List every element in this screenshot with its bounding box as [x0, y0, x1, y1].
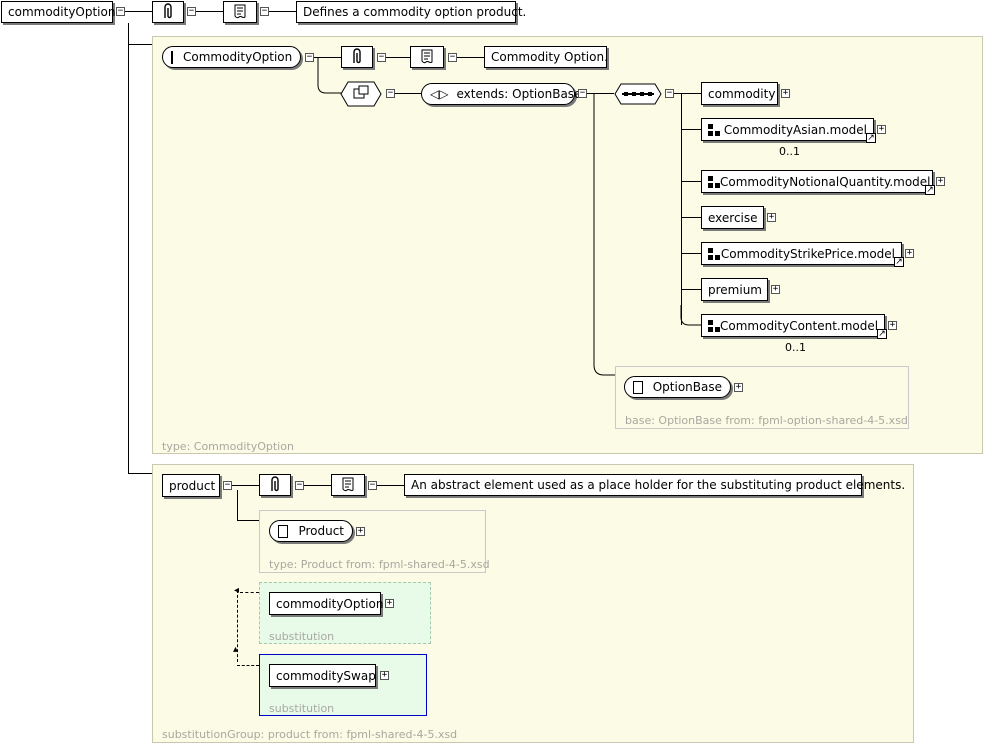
extends-collapse-toggle[interactable]: −	[578, 88, 587, 98]
documentation-collapse-toggle[interactable]: −	[260, 6, 269, 16]
element-commodity[interactable]: commodity	[701, 82, 778, 105]
substitution-commodityoption-expand-toggle[interactable]: +	[385, 598, 394, 608]
complex-type-icon	[633, 380, 643, 394]
annotation-icon	[152, 1, 184, 23]
group-commoditystrikeprice-model[interactable]: CommodityStrikePrice.model	[701, 242, 902, 265]
element-premium[interactable]: premium	[701, 278, 768, 301]
exercise-expand-toggle[interactable]: +	[767, 212, 776, 222]
product-documentation-text: An abstract element used as a place hold…	[404, 474, 905, 496]
reference-arrow-icon: ↗	[866, 133, 876, 143]
element-product[interactable]: product	[162, 474, 220, 497]
product-annotation-collapse-toggle[interactable]: −	[295, 480, 304, 490]
complex-content-collapse-toggle[interactable]: −	[386, 88, 395, 98]
type-documentation-collapse-toggle[interactable]: −	[448, 52, 457, 62]
annotation-collapse-toggle[interactable]: −	[187, 6, 196, 16]
group-commoditycontent-model[interactable]: CommodityContent.model	[701, 314, 885, 337]
commodity-expand-toggle[interactable]: +	[781, 88, 790, 98]
model-group-icon	[708, 123, 720, 136]
commoditycontent-expand-toggle[interactable]: +	[888, 320, 897, 330]
substitution-group-footer: substitutionGroup: product from: fpml-sh…	[162, 728, 458, 741]
complex-type-icon	[171, 50, 173, 64]
substitution-commodityswap[interactable]: commoditySwap	[269, 664, 376, 687]
documentation-icon	[223, 1, 257, 23]
base-type-footer: base: OptionBase from: fpml-option-share…	[625, 414, 908, 427]
model-group-icon	[708, 247, 720, 260]
group-commoditynotionalquantity-model[interactable]: CommodityNotionalQuantity.model	[701, 170, 933, 193]
substitution-commodityswap-footer: substitution	[269, 702, 335, 715]
complex-type-commodityoption[interactable]: CommodityOption	[162, 46, 301, 68]
complex-type-product[interactable]: Product	[269, 520, 353, 542]
substitution-commodityoption-footer: substitution	[269, 630, 335, 643]
complex-content-node[interactable]	[340, 81, 382, 107]
sequence-compositor[interactable]	[614, 83, 662, 105]
reference-arrow-icon: ↗	[877, 329, 887, 339]
commodityasian-expand-toggle[interactable]: +	[877, 124, 886, 134]
complex-content-connector	[317, 58, 342, 94]
type-documentation-text: Commodity Option.	[484, 46, 608, 68]
root-element-commodityoption[interactable]: commodityOption	[1, 1, 115, 23]
substitution-commodityoption[interactable]: commodityOption	[269, 592, 383, 615]
extends-optionbase[interactable]: ◁▷ extends: OptionBase	[421, 83, 581, 105]
type-panel-footer: type: CommodityOption	[162, 440, 294, 453]
sequence-collapse-toggle[interactable]: −	[665, 88, 674, 98]
complex-type-icon	[278, 524, 289, 538]
optionbase-expand-toggle[interactable]: +	[734, 382, 743, 392]
complex-type-collapse-toggle[interactable]: −	[305, 52, 314, 62]
reference-arrow-icon: ↗	[894, 257, 904, 267]
commoditystrikeprice-expand-toggle[interactable]: +	[905, 248, 914, 258]
substitution-commodityswap-expand-toggle[interactable]: +	[380, 670, 389, 680]
extension-icon: ◁▷	[430, 87, 449, 101]
product-collapse-toggle[interactable]: −	[223, 480, 232, 490]
complex-type-label: CommodityOption	[183, 50, 293, 64]
base-type-optionbase[interactable]: OptionBase	[624, 376, 731, 398]
root-collapse-toggle[interactable]: −	[116, 6, 125, 16]
product-documentation-icon	[331, 474, 365, 496]
root-documentation-text: Defines a commodity option product.	[296, 1, 526, 23]
reference-arrow-icon: ↗	[925, 185, 935, 195]
type-annotation-icon	[341, 46, 373, 68]
type-annotation-collapse-toggle[interactable]: −	[377, 52, 386, 62]
type-documentation-icon	[410, 46, 444, 68]
group-commodityasian-model[interactable]: CommodityAsian.model	[701, 118, 874, 141]
occurs-commoditycontent: 0..1	[785, 341, 806, 354]
product-annotation-icon	[259, 474, 291, 496]
occurs-commodityasian: 0..1	[779, 145, 800, 158]
extends-label: extends: OptionBase	[456, 87, 582, 101]
premium-expand-toggle[interactable]: +	[771, 284, 780, 294]
element-exercise[interactable]: exercise	[701, 206, 764, 229]
product-type-footer: type: Product from: fpml-shared-4-5.xsd	[269, 558, 490, 571]
product-type-expand-toggle[interactable]: +	[356, 526, 365, 536]
product-documentation-collapse-toggle[interactable]: −	[368, 480, 377, 490]
commoditynotionalquantity-expand-toggle[interactable]: +	[936, 176, 945, 186]
